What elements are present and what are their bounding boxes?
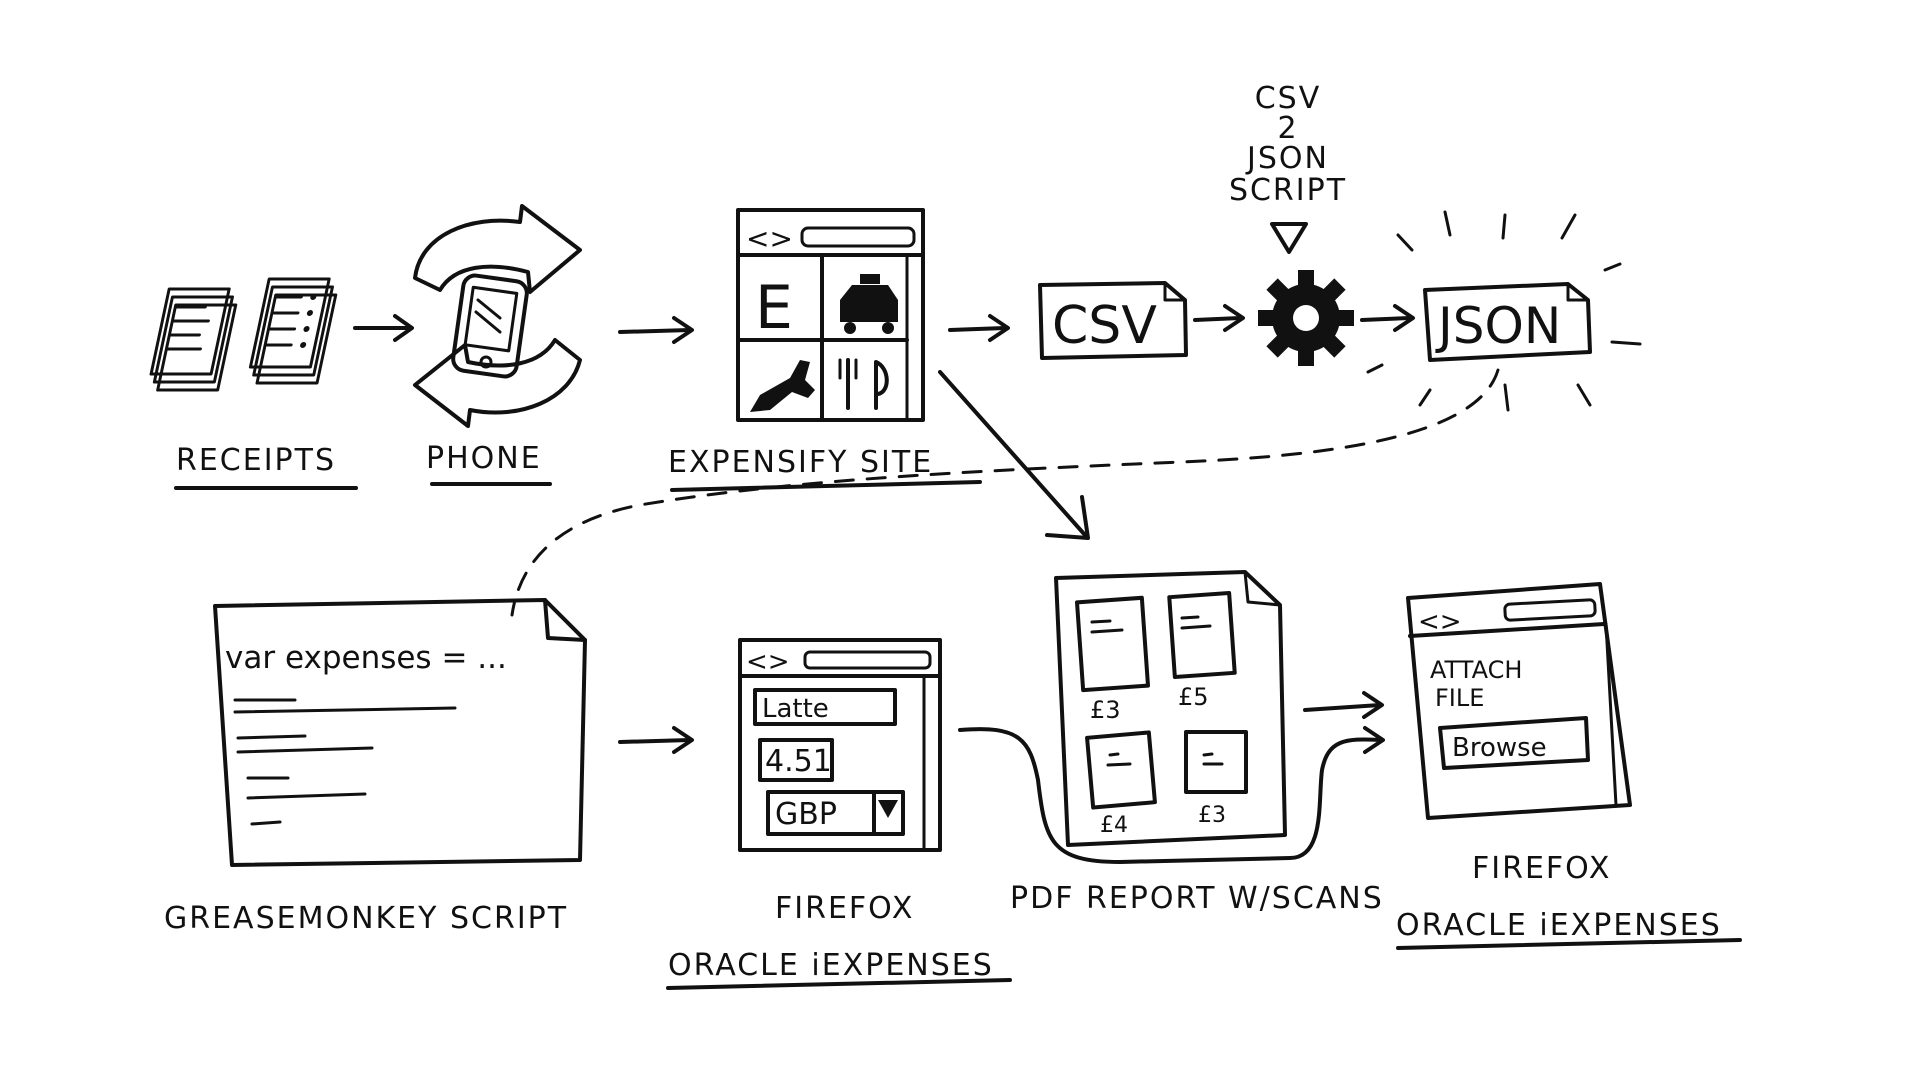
scan-page-4: £3 bbox=[1184, 730, 1248, 828]
arrow-expensify-to-pdf bbox=[938, 370, 1090, 540]
browse-button-label: Browse bbox=[1452, 733, 1547, 763]
firefox-1-label-group: FIREFOX ORACLE iEXPENSES bbox=[666, 891, 1012, 990]
arrow-greasemonkey-to-firefox bbox=[618, 726, 694, 754]
item-field-value: Latte bbox=[762, 694, 829, 724]
currency-select-value: GBP bbox=[775, 797, 837, 832]
pdf-report-label: PDF REPORT W/SCANS bbox=[1010, 881, 1384, 916]
plane-icon bbox=[750, 360, 815, 412]
gear-icon bbox=[1258, 270, 1354, 366]
phone-label-group: PHONE bbox=[426, 441, 552, 486]
firefox-form-browser-window: <> Latte 4.51 GBP bbox=[738, 638, 942, 852]
json-document-icon: JSON bbox=[1366, 210, 1642, 412]
e-tile: E bbox=[755, 273, 793, 343]
greasemonkey-label-group: GREASEMONKEY SCRIPT bbox=[164, 901, 568, 936]
scan-amount-2: £5 bbox=[1178, 683, 1209, 711]
csv-box-label: CSV bbox=[1052, 296, 1157, 356]
code-brackets-icon: <> bbox=[746, 222, 793, 255]
firefox-attach-browser-window: <> ATTACH FILE Browse bbox=[1406, 582, 1632, 820]
arrow-gear-to-json bbox=[1360, 304, 1415, 332]
expensify-site-label: EXPENSIFY SITE bbox=[668, 445, 933, 480]
arrow-receipts-to-phone bbox=[353, 314, 414, 342]
phone-label: PHONE bbox=[426, 441, 542, 476]
currency-select[interactable] bbox=[766, 790, 905, 836]
firefox-1-label: FIREFOX bbox=[775, 891, 914, 926]
oracle-2-label: ORACLE iEXPENSES bbox=[1396, 908, 1722, 943]
csv2json-line-2: 2 bbox=[1277, 111, 1298, 146]
csv2json-script-label: CSV 2 JSON SCRIPT bbox=[1229, 81, 1347, 254]
cutlery-icon bbox=[838, 358, 889, 410]
scan-page-3: £4 bbox=[1085, 730, 1157, 838]
firefox-2-label: FIREFOX bbox=[1472, 851, 1611, 886]
receipt-stack-icon bbox=[149, 277, 338, 392]
greasemonkey-script-document: var expenses = ... bbox=[213, 598, 587, 867]
triangle-pointer-icon bbox=[1270, 222, 1308, 254]
pdf-label-group: PDF REPORT W/SCANS bbox=[1010, 881, 1384, 916]
arrow-pdf-to-firefox bbox=[1303, 691, 1384, 719]
arrow-csv-to-gear bbox=[1193, 304, 1245, 332]
oracle-1-label: ORACLE iEXPENSES bbox=[668, 948, 994, 983]
dropdown-arrow-icon[interactable] bbox=[878, 800, 898, 818]
firefox-2-label-group: FIREFOX ORACLE iEXPENSES bbox=[1396, 851, 1742, 950]
amount-field[interactable] bbox=[758, 738, 834, 782]
dashed-json-to-greasemonkey bbox=[510, 368, 1500, 617]
scan-page-1: £3 bbox=[1075, 595, 1150, 724]
code-brackets-icon: <> bbox=[746, 647, 790, 677]
greasemonkey-code: var expenses = ... bbox=[225, 640, 507, 676]
csv2json-line-4: SCRIPT bbox=[1229, 173, 1347, 208]
pdf-report-document: £3 £5 £4 £3 bbox=[1054, 570, 1287, 847]
scan-amount-1: £3 bbox=[1090, 696, 1121, 724]
taxi-icon bbox=[840, 274, 898, 334]
item-field[interactable] bbox=[753, 688, 897, 726]
scan-amount-4: £3 bbox=[1198, 803, 1226, 828]
greasemonkey-label: GREASEMONKEY SCRIPT bbox=[164, 901, 568, 936]
scan-amount-3: £4 bbox=[1100, 813, 1128, 838]
csv2json-line-1: CSV bbox=[1255, 81, 1322, 116]
csv-document-icon: CSV bbox=[1038, 281, 1188, 360]
attach-label-line-1: ATTACH bbox=[1430, 656, 1522, 684]
glow-rays bbox=[1366, 210, 1642, 412]
json-box-label: JSON bbox=[1435, 297, 1561, 355]
browse-button[interactable]: Browse bbox=[1438, 716, 1590, 770]
scan-page-2: £5 bbox=[1167, 591, 1237, 711]
receipts-label-group: RECEIPTS bbox=[174, 443, 358, 490]
expensify-label-group: EXPENSIFY SITE bbox=[668, 445, 982, 492]
connector-arrowhead bbox=[1363, 726, 1385, 754]
arrow-phone-to-expensify bbox=[618, 316, 694, 344]
amount-field-value: 4.51 bbox=[765, 744, 832, 779]
connector-firefox-to-attach bbox=[958, 727, 1382, 864]
phone-sync-icon bbox=[413, 204, 582, 428]
expensify-browser-window: <> E bbox=[736, 208, 925, 422]
arrow-expensify-to-csv bbox=[948, 314, 1010, 342]
csv2json-line-3: JSON bbox=[1245, 141, 1329, 176]
receipts-label: RECEIPTS bbox=[176, 443, 336, 478]
code-brackets-icon: <> bbox=[1418, 607, 1462, 637]
attach-label-line-2: FILE bbox=[1435, 684, 1484, 712]
